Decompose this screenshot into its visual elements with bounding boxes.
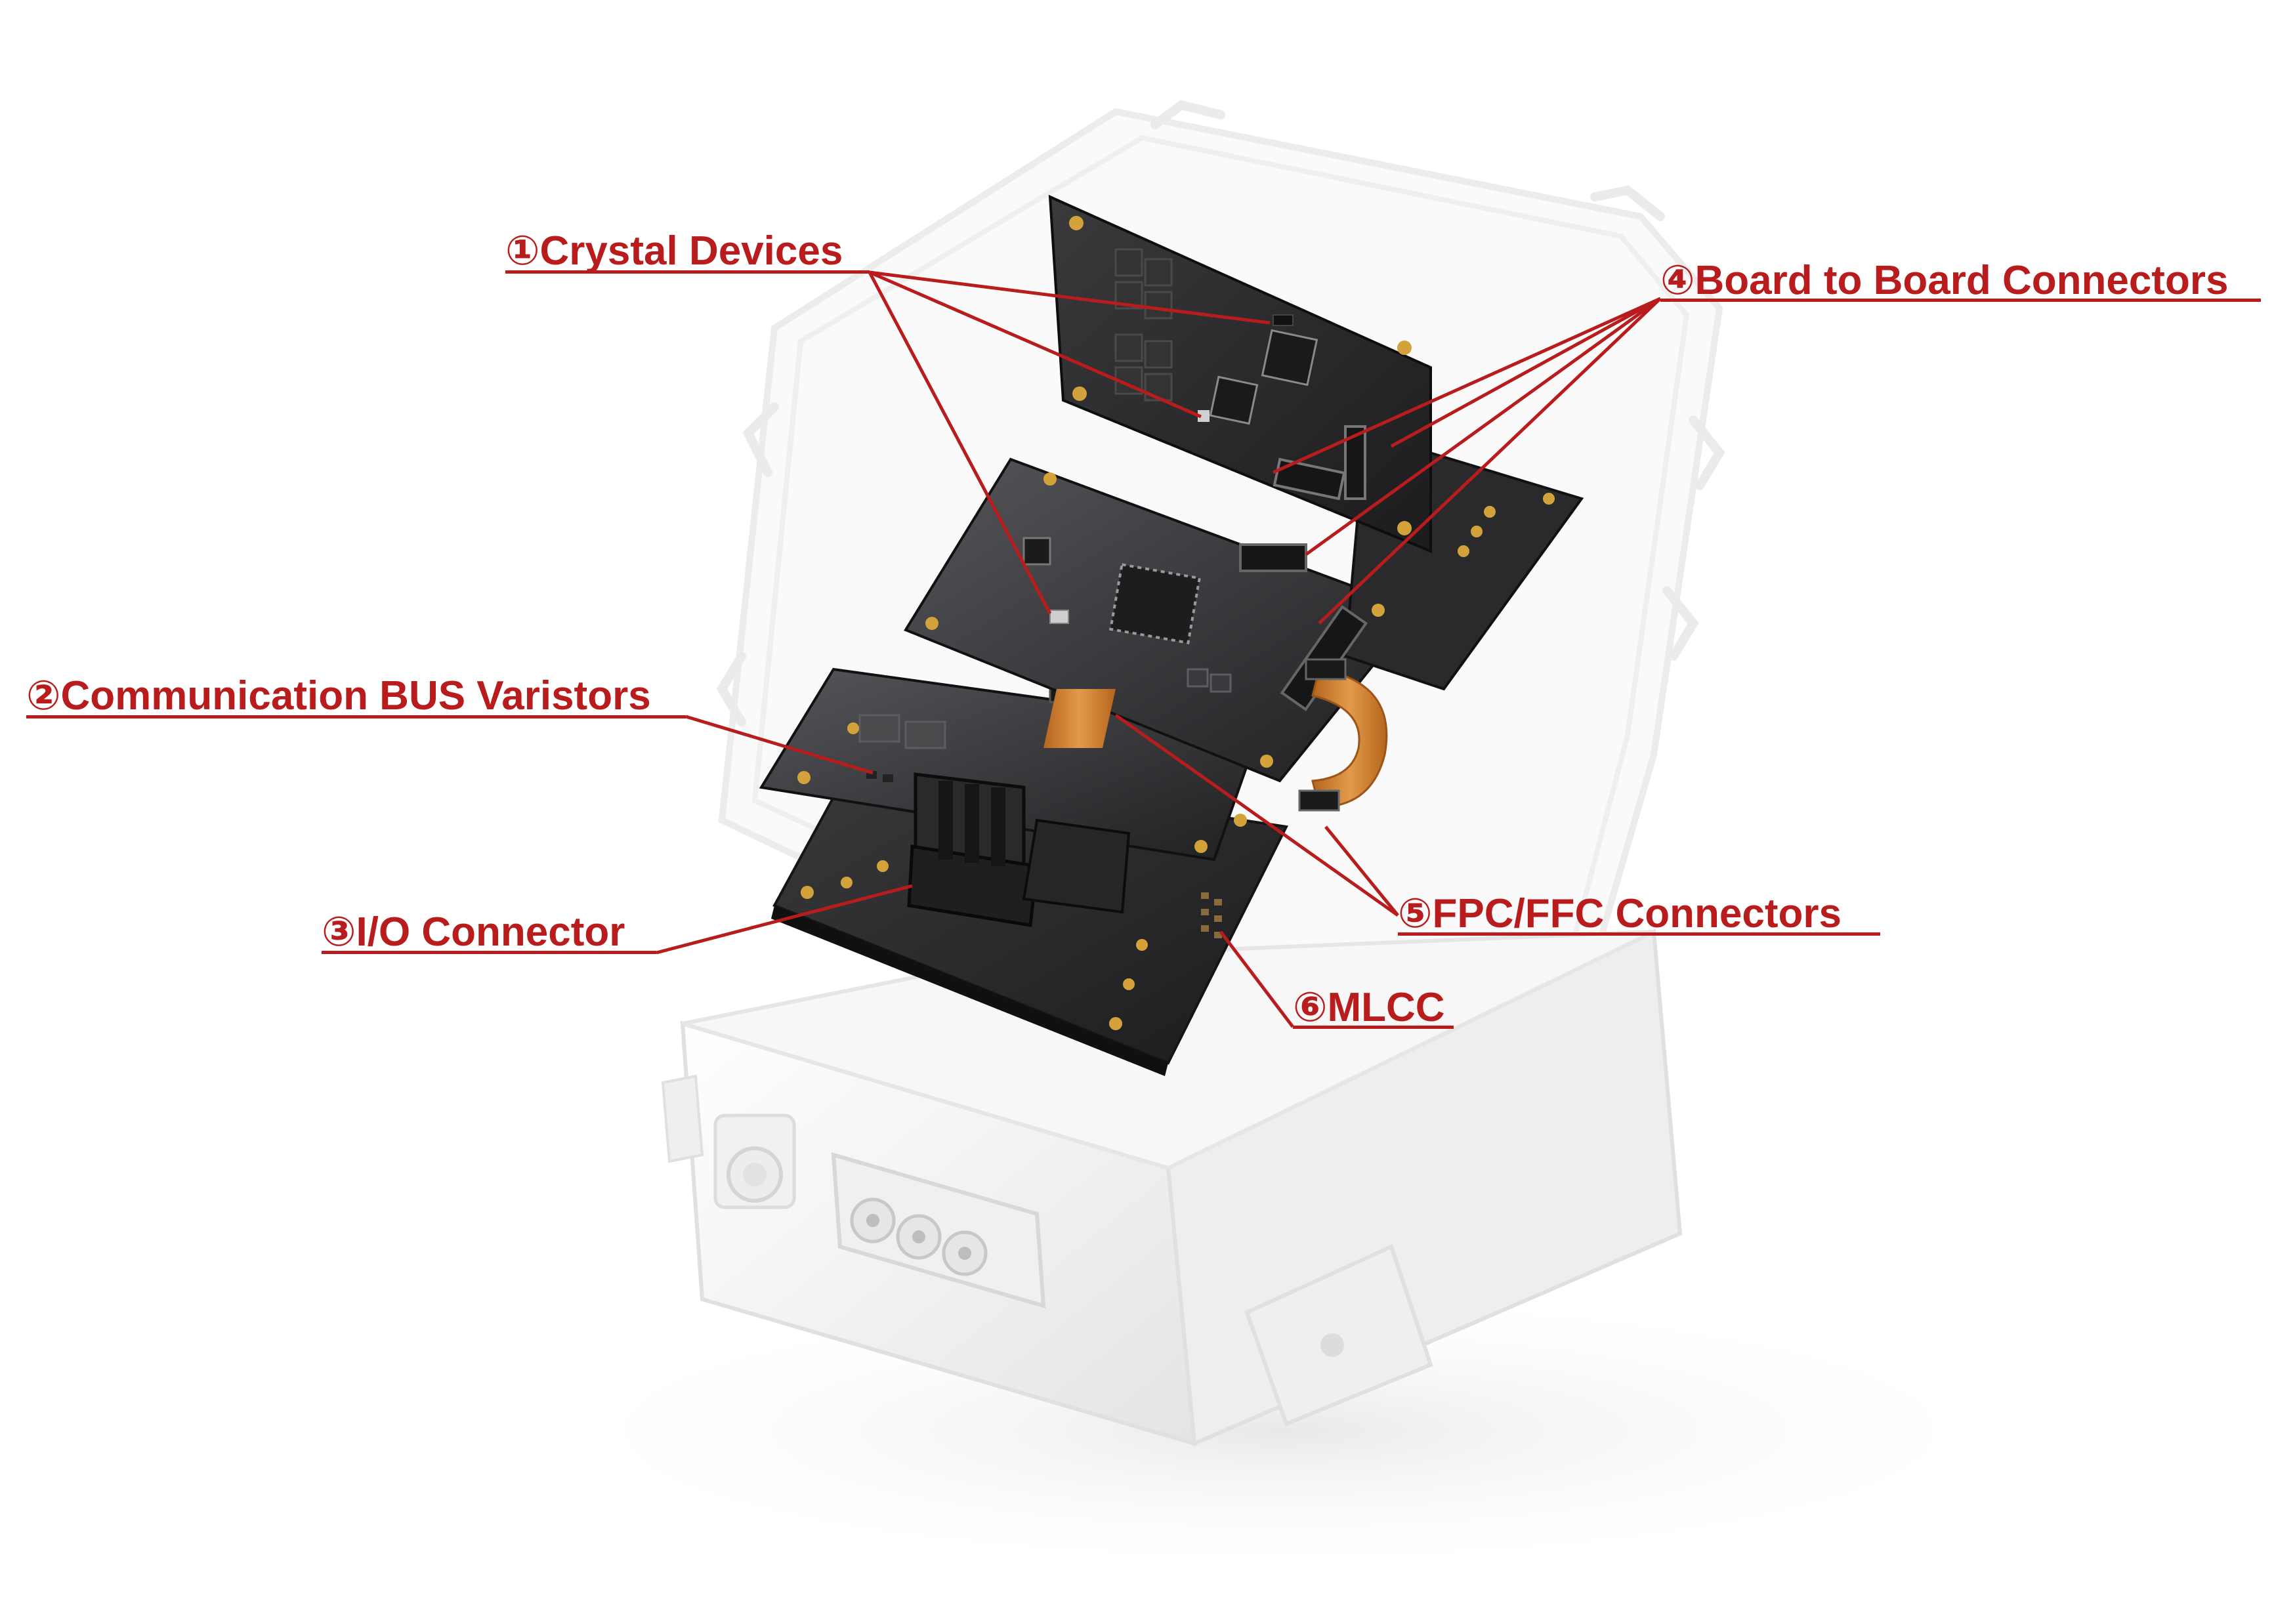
label-mlcc: ⑥MLCC [1293,985,1445,1030]
label-communication-bus-varistors: ②Communication BUS Varistors [26,673,651,718]
label-crystal-devices: ①Crystal Devices [505,228,843,274]
flex-cable-left [1043,689,1116,748]
label-board-to-board-connectors: ④Board to Board Connectors [1660,258,2229,303]
label-underlines [26,270,2261,1029]
leader-lines [656,270,1662,1028]
pcb-main [904,431,1584,812]
label-io-connector: ③I/O Connector [322,909,625,955]
label-fpc-ffc-connectors: ⑤FPC/FFC Connectors [1398,891,1842,936]
